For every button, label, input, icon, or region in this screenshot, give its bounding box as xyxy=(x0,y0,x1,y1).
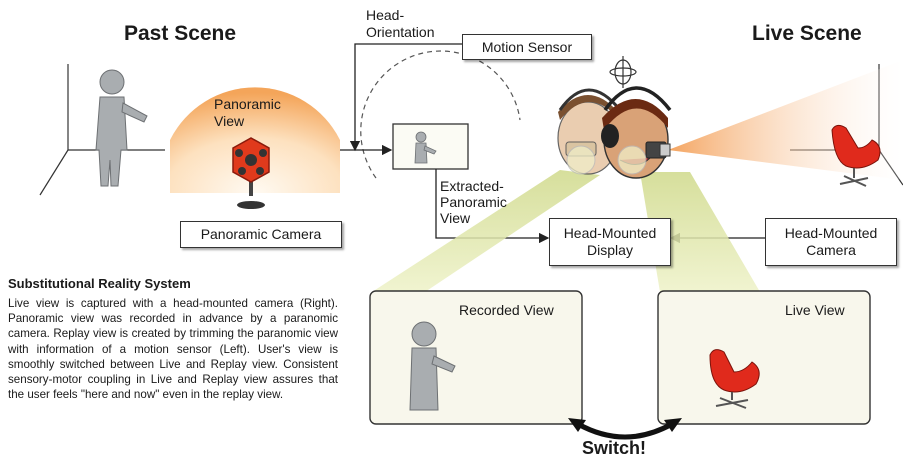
recorded-person-figure-icon xyxy=(409,321,456,411)
curved-double-arrow-icon xyxy=(568,418,682,440)
live-scene-heading: Live Scene xyxy=(752,22,862,45)
head-orientation-arrow xyxy=(349,43,440,152)
recorded-view-label: Recorded View xyxy=(459,302,554,318)
description-body: Live view is captured with a head-mounte… xyxy=(8,297,338,402)
rotation-gyro-icon xyxy=(609,56,637,88)
head-mounted-camera-box: Head-Mounted Camera xyxy=(765,218,897,266)
head-mounted-display-box: Head-Mounted Display xyxy=(549,218,671,266)
extracted-to-hmd-arrow xyxy=(435,169,550,244)
live-chair-icon xyxy=(709,349,760,409)
description-title: Substitutional Reality System xyxy=(8,276,191,291)
panoramic-view-label: Panoramic View xyxy=(214,96,281,129)
panoramic-camera-box: Panoramic Camera xyxy=(180,221,342,248)
past-scene-heading: Past Scene xyxy=(124,22,237,45)
live-view-panel xyxy=(657,290,871,425)
person-figure-icon xyxy=(95,69,148,187)
head-with-hmd-icon xyxy=(557,86,672,179)
panoramic-camera-icon xyxy=(232,137,270,209)
switch-label: Switch! xyxy=(582,438,647,458)
live-view-label: Live View xyxy=(785,302,845,318)
extracted-view-frame xyxy=(392,123,469,170)
recorded-view-beam xyxy=(372,170,600,292)
extracted-view-dashed-arc xyxy=(360,50,521,179)
motion-sensor-box: Motion Sensor xyxy=(462,34,592,60)
extracted-panoramic-view-label: Extracted- Panoramic View xyxy=(440,178,507,226)
red-chair-icon xyxy=(831,124,881,187)
extracted-person-figure-icon xyxy=(414,131,437,164)
head-orientation-label: Head- Orientation xyxy=(366,7,435,40)
